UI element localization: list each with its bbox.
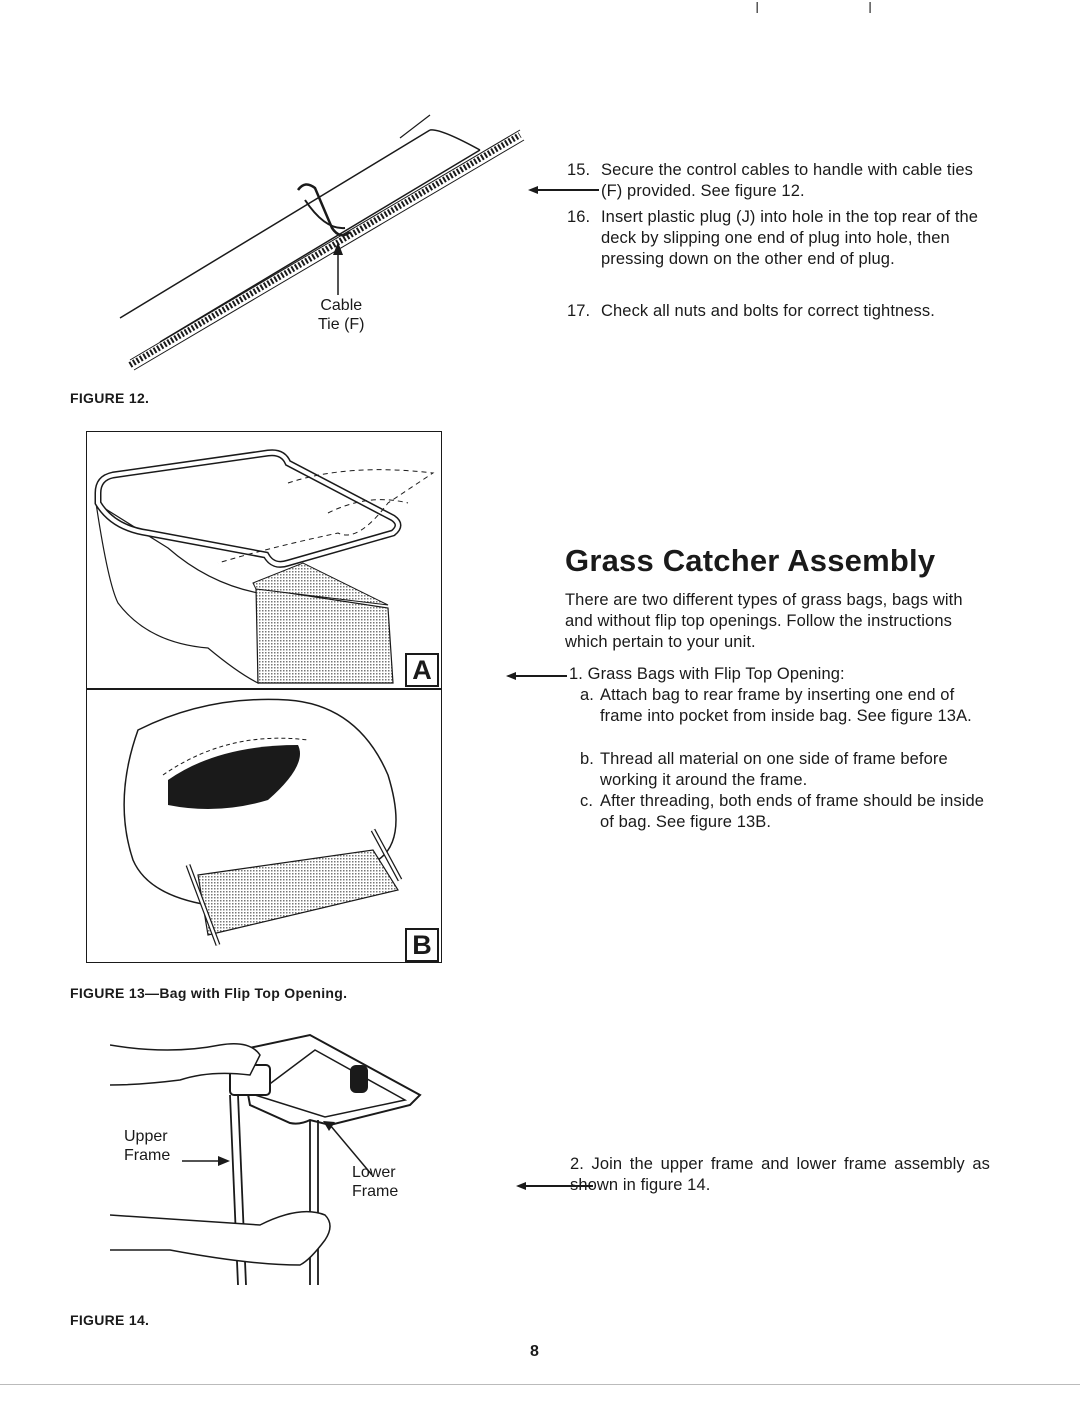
step-number: 17. [567, 302, 591, 320]
step-text: Secure the control cables to handle with… [601, 161, 973, 200]
page-number: 8 [530, 1343, 539, 1360]
step-15-arrow-head [528, 186, 538, 194]
lower-frame-label: Lower Frame [352, 1163, 398, 1201]
cable-tie-label-line1: Cable [320, 297, 363, 314]
figure-13a-panel-label: A [405, 653, 439, 687]
subitem-letter: b. [580, 750, 594, 768]
section-intro: There are two different types of grass b… [565, 591, 963, 651]
subitem-b: b. Thread all material on one side of fr… [580, 749, 992, 791]
subitem-c: c. After threading, both ends of frame s… [580, 791, 992, 833]
item-2: 2. Join the upper frame and lower frame … [570, 1155, 990, 1194]
item-2-arrow [523, 1185, 593, 1187]
figure-13-divider [87, 688, 441, 690]
item-1-arrow-head [506, 672, 516, 680]
step-number: 16. [567, 208, 591, 226]
upper-frame-label-line2: Frame [124, 1147, 171, 1164]
item-1-heading: 1. Grass Bags with Flip Top Opening: [569, 665, 845, 683]
figure-13b-illustration [123, 698, 403, 946]
upper-frame-label-line1: Upper [124, 1128, 168, 1145]
step-15-arrow [535, 189, 599, 191]
figure-14-caption: FIGURE 14. [70, 1312, 150, 1328]
figure-12-caption: FIGURE 12. [70, 390, 150, 406]
figure-13-caption: FIGURE 13—Bag with Flip Top Opening. [70, 985, 348, 1001]
figure-13-frame [86, 431, 442, 963]
subitem-a: a. Attach bag to rear frame by inserting… [580, 685, 992, 749]
cable-tie-label-line2: Tie (F) [318, 316, 365, 333]
step-text: Insert plastic plug (J) into hole in the… [601, 208, 979, 268]
lower-frame-label-line2: Frame [352, 1183, 399, 1200]
subitem-letter: c. [580, 792, 594, 810]
step-number: 15. [567, 161, 591, 179]
header-marks: I I [755, 0, 925, 17]
figure-13a-illustration [94, 449, 435, 684]
figure-14-illustration [110, 1033, 422, 1286]
step-15: 15. Secure the control cables to handle … [567, 160, 999, 202]
section-title: Grass Catcher Assembly [565, 543, 936, 578]
subitem-letter: a. [580, 686, 594, 704]
figure-13b-panel-label: B [405, 928, 439, 962]
bottom-rule [0, 1384, 1080, 1385]
figure-12-illustration [119, 114, 525, 371]
item-1-arrow [513, 675, 567, 677]
lower-frame-label-line1: Lower [352, 1164, 396, 1181]
subitem-text: After threading, both ends of frame shou… [600, 792, 985, 831]
step-16: 16. Insert plastic plug (J) into hole in… [567, 207, 999, 293]
cable-tie-label: Cable Tie (F) [318, 296, 365, 334]
item-2-arrow-head [516, 1182, 526, 1190]
subitem-text: Attach bag to rear frame by inserting on… [600, 686, 972, 725]
step-text: Check all nuts and bolts for correct tig… [601, 302, 935, 320]
step-17: 17. Check all nuts and bolts for correct… [567, 301, 1007, 323]
upper-frame-label: Upper Frame [124, 1127, 170, 1165]
subitem-text: Thread all material on one side of frame… [600, 750, 948, 789]
